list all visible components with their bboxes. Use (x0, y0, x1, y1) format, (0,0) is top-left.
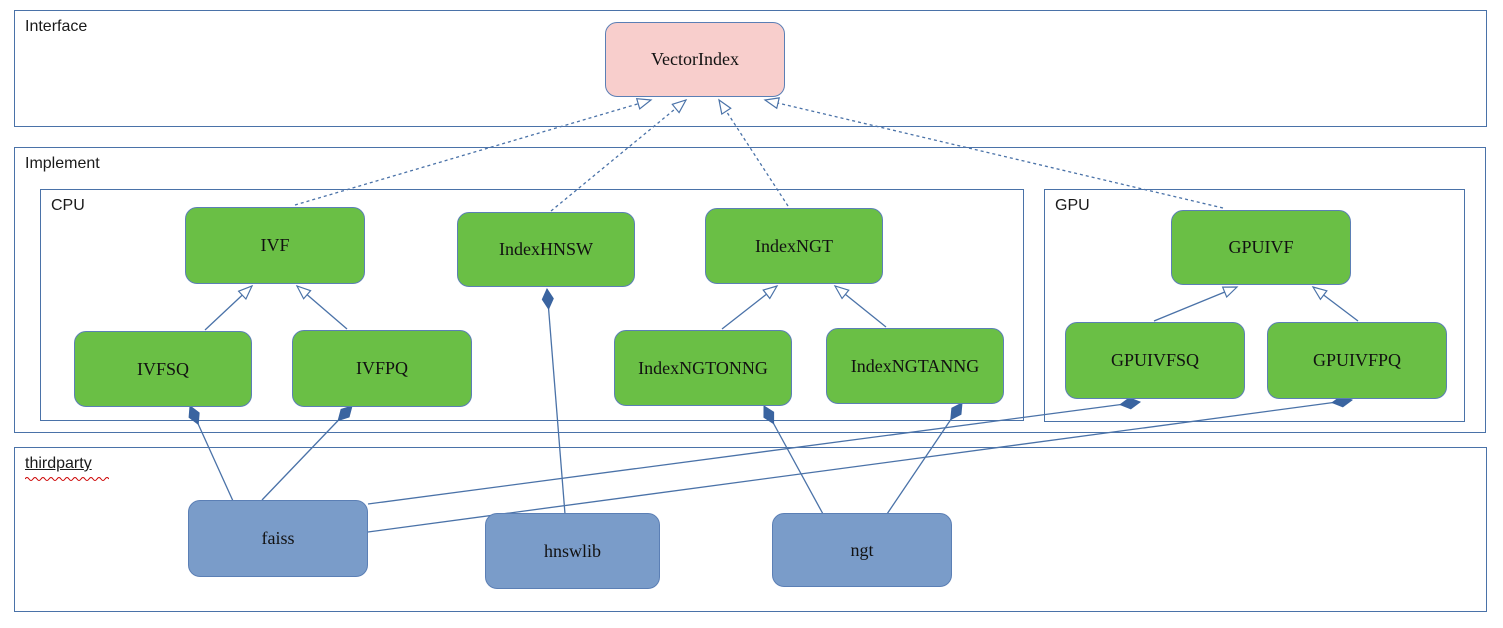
node-indexngtanng: IndexNGTANNG (826, 328, 1004, 404)
container-cpu-label: CPU (51, 197, 85, 214)
node-gpuivfsq: GPUIVFSQ (1065, 322, 1245, 399)
node-ivfsq: IVFSQ (74, 331, 252, 407)
node-indexhnsw-label: IndexHNSW (499, 239, 593, 259)
node-faiss-label: faiss (261, 528, 295, 548)
node-ngt-label: ngt (850, 539, 874, 560)
container-interface-label: Interface (25, 18, 88, 35)
node-indexngtonng: IndexNGTONNG (614, 330, 792, 406)
node-indexngtanng-label: IndexNGTANNG (850, 355, 980, 376)
node-gpuivfpq-label: GPUIVFPQ (1312, 350, 1402, 370)
node-ngt: ngt (772, 513, 952, 587)
node-indexngt: IndexNGT (705, 208, 883, 284)
spellcheck-squiggle (25, 477, 109, 481)
node-gpuivf: GPUIVF (1171, 210, 1351, 285)
container-gpu-label: GPU (1055, 197, 1090, 214)
node-ivfsq-label: IVFSQ (136, 358, 189, 379)
container-thirdparty-label: thirdparty (25, 455, 92, 472)
node-gpuivf-label: GPUIVF (1228, 237, 1294, 257)
node-vectorindex: VectorIndex (605, 22, 785, 97)
node-vectorindex-label: VectorIndex (651, 49, 739, 69)
node-gpuivfpq: GPUIVFPQ (1267, 322, 1447, 399)
node-ivfpq: IVFPQ (292, 330, 472, 407)
node-ivf-label: IVF (260, 235, 290, 255)
node-gpuivfsq-label: GPUIVFSQ (1110, 350, 1200, 370)
node-ivf: IVF (185, 207, 365, 284)
node-hnswlib: hnswlib (485, 513, 660, 589)
node-faiss: faiss (188, 500, 368, 577)
node-ivfpq-label: IVFPQ (355, 358, 408, 378)
node-indexngtonng-label: IndexNGTONNG (638, 357, 768, 378)
node-hnswlib-label: hnswlib (543, 540, 601, 561)
container-implement-label: Implement (25, 155, 100, 172)
node-indexhnsw: IndexHNSW (457, 212, 635, 287)
node-indexngt-label: IndexNGT (755, 235, 833, 256)
